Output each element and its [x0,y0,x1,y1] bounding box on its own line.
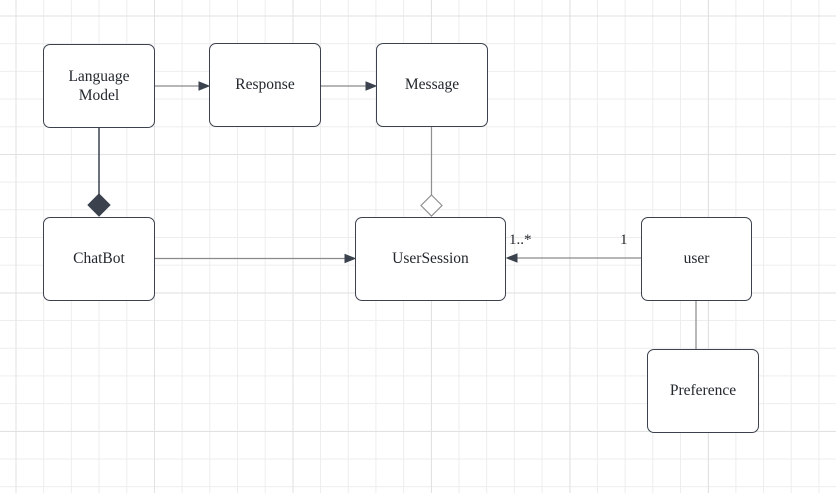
node-chatbot-label: ChatBot [73,250,125,268]
node-preference-label: Preference [669,382,737,400]
node-language-model-label: Language Model [68,67,130,104]
node-preference[interactable]: Preference [647,349,759,433]
node-user-session-label: UserSession [392,250,469,268]
node-chatbot[interactable]: ChatBot [43,217,155,301]
node-user-label: user [683,250,710,268]
arrowhead-into-response [198,81,211,91]
node-response-label: Response [235,76,295,94]
node-message[interactable]: Message [376,43,488,127]
node-message-label: Message [404,76,460,94]
node-language-model[interactable]: Language Model [43,44,155,128]
arrowhead-into-user-session-right [505,253,518,263]
node-response[interactable]: Response [209,43,321,127]
arrowhead-into-message [365,81,378,91]
multiplicity-label-user-end[interactable]: 1 [620,232,628,248]
multiplicity-label-user-session-end[interactable]: 1..* [509,232,532,248]
node-user[interactable]: user [641,217,752,301]
composition-diamond-icon [87,193,111,217]
aggregation-diamond-icon [420,194,443,217]
node-user-session[interactable]: UserSession [355,217,506,301]
arrowhead-into-user-session-left [344,253,357,264]
